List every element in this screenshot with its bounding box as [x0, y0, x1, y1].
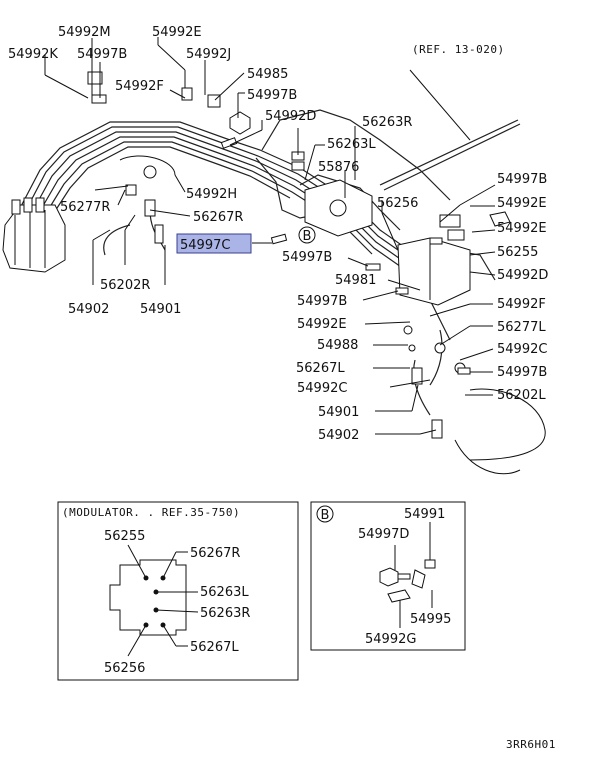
- modulator-56256[interactable]: 56256: [104, 661, 145, 676]
- b-marker: B: [298, 226, 316, 244]
- left-hose: [103, 155, 176, 256]
- callout-54902-c[interactable]: 54902: [318, 428, 359, 443]
- callout-54997B-r1[interactable]: 54997B: [497, 172, 547, 187]
- detail-b-54991[interactable]: 54991: [404, 507, 445, 522]
- callout-54992J[interactable]: 54992J: [186, 47, 231, 62]
- callout-56256-top[interactable]: 56256: [377, 196, 418, 211]
- diagram-code: 3RR6H01: [506, 738, 556, 751]
- detail-b-54997D[interactable]: 54997D: [358, 527, 409, 542]
- callout-54992F-right[interactable]: 54992F: [497, 297, 546, 312]
- callout-54901-c[interactable]: 54901: [318, 405, 359, 420]
- brake-lines: [17, 69, 521, 341]
- modulator-inset-title: (MODULATOR. . REF.35-750): [62, 506, 240, 519]
- modulator-56263L[interactable]: 56263L: [200, 585, 249, 600]
- callout-54992M[interactable]: 54992M: [58, 25, 111, 40]
- b-marker-label: B: [303, 229, 312, 244]
- callout-56202R[interactable]: 56202R: [100, 278, 150, 293]
- callout-54988[interactable]: 54988: [317, 338, 358, 353]
- highlight-54997C: [176, 233, 252, 254]
- callout-55876[interactable]: 55876: [318, 160, 359, 175]
- detail-b-marker: B: [321, 508, 330, 523]
- callout-54997B-c1[interactable]: 54997B: [282, 250, 332, 265]
- modulator-56267L[interactable]: 56267L: [190, 640, 239, 655]
- leader-lines: [44, 37, 496, 435]
- detail-b-54992G[interactable]: 54992G: [365, 632, 416, 647]
- callout-54992E-r2[interactable]: 54992E: [497, 221, 547, 236]
- callout-54992E-c[interactable]: 54992E: [297, 317, 347, 332]
- callout-54992K[interactable]: 54992K: [8, 47, 58, 62]
- callout-56277L[interactable]: 56277L: [497, 320, 546, 335]
- callout-54985[interactable]: 54985: [247, 67, 288, 82]
- detail-b-inset: B 54991 54997D 54995 54992G: [310, 501, 466, 651]
- callout-54981[interactable]: 54981: [335, 273, 376, 288]
- callout-54992F-top[interactable]: 54992F: [115, 79, 164, 94]
- master-cylinder: [2, 197, 66, 273]
- modulator-unit: [397, 211, 511, 306]
- callout-56263L-top[interactable]: 56263L: [327, 137, 376, 152]
- modulator-56267R[interactable]: 56267R: [190, 546, 240, 561]
- callout-54901-left[interactable]: 54901: [140, 302, 181, 317]
- bolts: [87, 71, 471, 375]
- center-module: [229, 111, 373, 237]
- callout-56277R[interactable]: 56277R: [60, 200, 110, 215]
- modulator-56263R[interactable]: 56263R: [200, 606, 250, 621]
- ref-13-020-label: (REF. 13-020): [412, 43, 505, 56]
- callout-54997B-c2[interactable]: 54997B: [297, 294, 347, 309]
- callout-54902-left[interactable]: 54902: [68, 302, 109, 317]
- callout-54992H[interactable]: 54992H: [186, 187, 237, 202]
- callout-54997B-top[interactable]: 54997B: [77, 47, 127, 62]
- callout-54992C-c[interactable]: 54992C: [297, 381, 347, 396]
- callout-56263R-top[interactable]: 56263R: [362, 115, 412, 130]
- callout-54992E-r1[interactable]: 54992E: [497, 196, 547, 211]
- callout-56255-right[interactable]: 56255: [497, 245, 538, 260]
- callout-56267L-c[interactable]: 56267L: [296, 361, 345, 376]
- callout-54992D-top[interactable]: 54992D: [265, 109, 316, 124]
- callout-54992C-right[interactable]: 54992C: [497, 342, 547, 357]
- callout-54992D-right[interactable]: 54992D: [497, 268, 548, 283]
- callout-54997C[interactable]: 54997C: [180, 238, 230, 253]
- callout-54992E-top[interactable]: 54992E: [152, 25, 202, 40]
- callout-56202L[interactable]: 56202L: [497, 388, 546, 403]
- callout-56267R-left[interactable]: 56267R: [193, 210, 243, 225]
- callout-54997B-r2[interactable]: 54997B: [497, 365, 547, 380]
- modulator-inset: (MODULATOR. . REF.35-750) 56255 56267R 5…: [57, 501, 299, 681]
- callout-54997B-b[interactable]: 54997B: [247, 88, 297, 103]
- detail-b-54995[interactable]: 54995: [410, 612, 451, 627]
- modulator-56255[interactable]: 56255: [104, 529, 145, 544]
